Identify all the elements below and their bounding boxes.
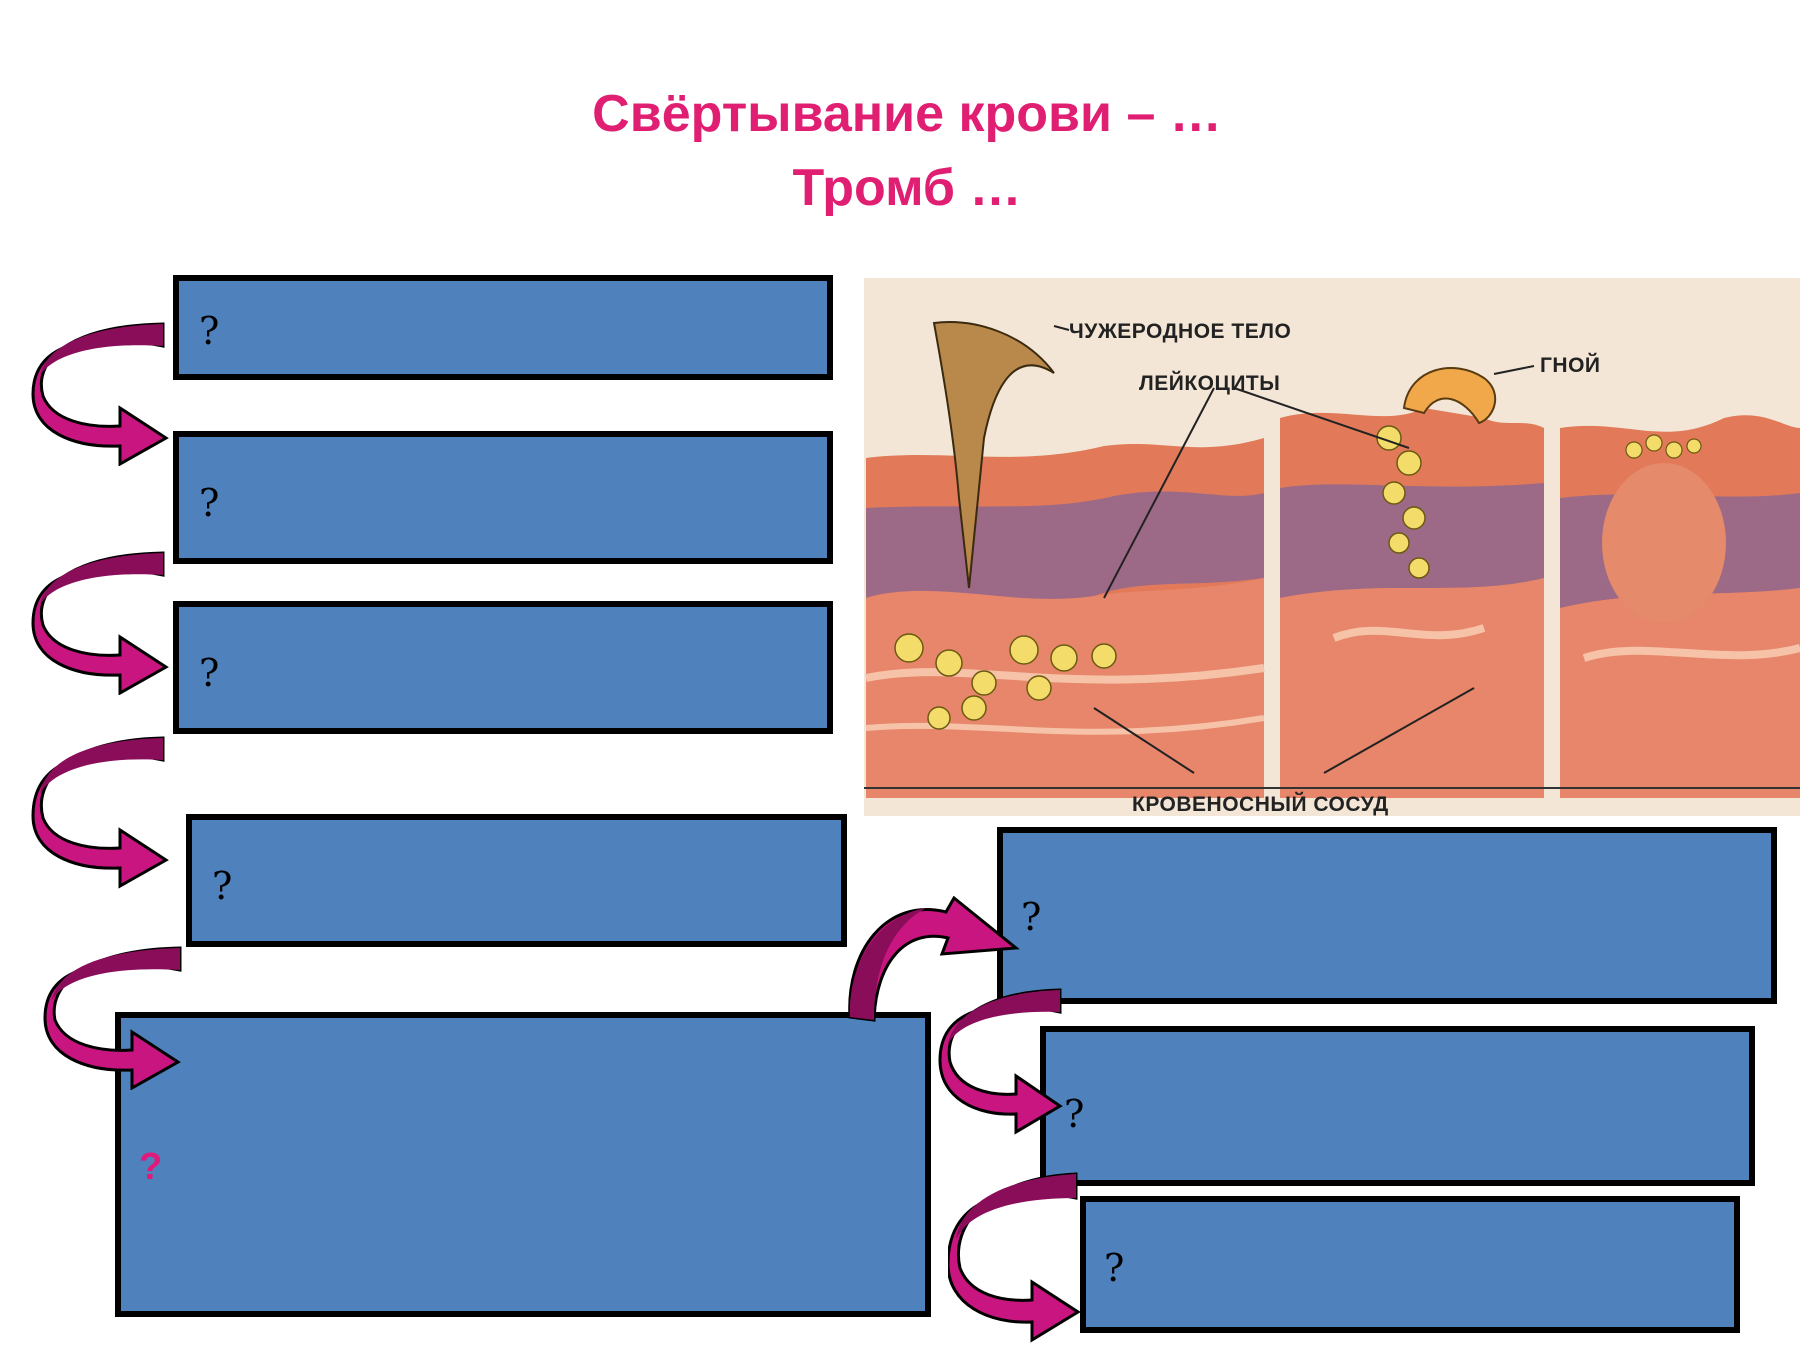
step-box-1-label: ? bbox=[199, 309, 220, 353]
curved-arrow-icon bbox=[31, 736, 169, 889]
label-foreign-body: ЧУЖЕРОДНОЕ ТЕЛО bbox=[1069, 320, 1291, 343]
step-box-8-label: ? bbox=[1104, 1246, 1125, 1290]
label-pus: ГНОЙ bbox=[1540, 353, 1601, 377]
inflammation-illustration: ЧУЖЕРОДНОЕ ТЕЛО ЛЕЙКОЦИТЫ ГНОЙ КРОВЕНОСН… bbox=[864, 278, 1800, 816]
slide-title-line1: Свёртывание крови – … bbox=[592, 85, 1222, 143]
step-box-7-label: ? bbox=[1064, 1092, 1085, 1136]
curved-arrow-icon bbox=[43, 946, 182, 1090]
label-blood-vessel: КРОВЕНОСНЫЙ СОСУД bbox=[1132, 792, 1389, 816]
curved-arrow-icon bbox=[31, 551, 169, 695]
curved-arrow-icon bbox=[938, 988, 1063, 1135]
step-box-2-label: ? bbox=[199, 481, 220, 525]
step-box-3[interactable]: ? bbox=[173, 601, 833, 734]
step-box-2[interactable]: ? bbox=[173, 431, 833, 564]
curved-arrow-icon bbox=[848, 895, 1020, 1022]
step-box-3-label: ? bbox=[199, 651, 220, 695]
step-box-1[interactable]: ? bbox=[173, 275, 833, 380]
step-box-5-label: ? bbox=[139, 1146, 163, 1188]
step-box-6-label: ? bbox=[1021, 895, 1042, 939]
step-box-4[interactable]: ? bbox=[186, 814, 847, 947]
slide-title-line2: Тромб … bbox=[792, 159, 1022, 217]
step-box-4-label: ? bbox=[212, 864, 233, 908]
step-box-6[interactable]: ? bbox=[997, 827, 1777, 1004]
step-box-7[interactable]: ? bbox=[1040, 1026, 1755, 1186]
step-box-8[interactable]: ? bbox=[1080, 1196, 1740, 1333]
step-box-5[interactable]: ? bbox=[115, 1012, 931, 1317]
curved-arrow-icon bbox=[948, 1172, 1081, 1343]
label-leukocytes: ЛЕЙКОЦИТЫ bbox=[1139, 371, 1280, 395]
curved-arrow-icon bbox=[31, 322, 169, 466]
